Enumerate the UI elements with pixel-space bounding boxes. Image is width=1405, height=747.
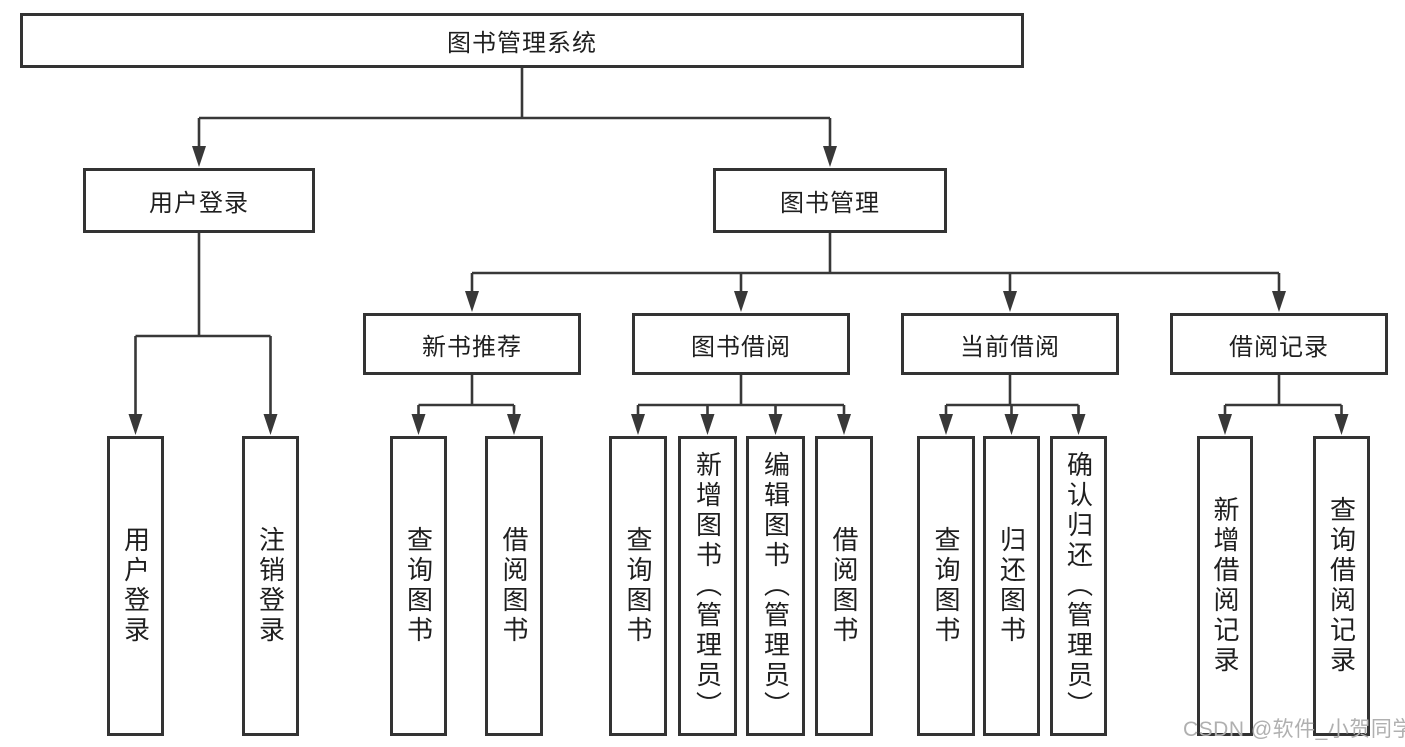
node-borrow-records-label: 借阅记录 — [1229, 333, 1329, 361]
leaf-logout: 注销登录 — [242, 436, 299, 736]
leaf-query-borrow-record: 查询借阅记录 — [1313, 436, 1370, 736]
node-book-management-label: 图书管理 — [780, 190, 880, 217]
leaf-query-books-current-label: 查询图书 — [931, 526, 961, 646]
leaf-add-borrow-record: 新增借阅记录 — [1197, 436, 1253, 736]
arrowheads — [128, 146, 1349, 435]
node-current-borrow-label: 当前借阅 — [960, 333, 1060, 361]
leaf-logout-label: 注销登录 — [255, 526, 286, 646]
node-user-login-label: 用户登录 — [149, 190, 249, 217]
leaf-borrow-books-newbook-label: 借阅图书 — [499, 526, 529, 646]
watermark: CSDN @软件_小贺同学 — [1183, 718, 1405, 741]
leaf-add-books-admin: 新增图书（管理员） — [678, 436, 737, 736]
node-new-book-recommend: 新书推荐 — [363, 313, 581, 375]
leaf-confirm-return-admin-label: 确认归还（管理员） — [1063, 451, 1094, 721]
leaf-add-borrow-record-label: 新增借阅记录 — [1210, 496, 1240, 676]
leaf-query-borrow-record-label: 查询借阅记录 — [1326, 496, 1357, 676]
node-current-borrow: 当前借阅 — [901, 313, 1119, 375]
node-borrow-records: 借阅记录 — [1170, 313, 1388, 375]
node-user-login: 用户登录 — [83, 168, 315, 233]
leaf-edit-books-admin-label: 编辑图书（管理员） — [760, 451, 791, 721]
leaf-confirm-return-admin: 确认归还（管理员） — [1050, 436, 1107, 736]
node-book-borrow-label: 图书借阅 — [691, 333, 791, 361]
leaf-return-books: 归还图书 — [983, 436, 1040, 736]
leaf-query-books-newbook: 查询图书 — [390, 436, 447, 736]
leaf-borrow-books-newbook: 借阅图书 — [485, 436, 543, 736]
node-new-book-recommend-label: 新书推荐 — [422, 333, 522, 361]
leaf-query-books-newbook-label: 查询图书 — [403, 526, 434, 646]
leaf-return-books-label: 归还图书 — [996, 526, 1027, 646]
leaf-add-books-admin-label: 新增图书（管理员） — [692, 451, 723, 721]
leaf-query-books-current: 查询图书 — [917, 436, 975, 736]
leaf-edit-books-admin: 编辑图书（管理员） — [746, 436, 805, 736]
leaf-user-login: 用户登录 — [107, 436, 164, 736]
node-book-management: 图书管理 — [713, 168, 947, 233]
leaf-borrow-books-borrow: 借阅图书 — [815, 436, 873, 736]
leaf-query-books-borrow: 查询图书 — [609, 436, 667, 736]
node-book-borrow: 图书借阅 — [632, 313, 850, 375]
leaf-borrow-books-borrow-label: 借阅图书 — [829, 526, 859, 646]
leaf-query-books-borrow-label: 查询图书 — [623, 526, 653, 646]
leaf-user-login-label: 用户登录 — [120, 526, 151, 646]
node-library-system: 图书管理系统 — [20, 13, 1024, 68]
node-library-system-label: 图书管理系统 — [447, 30, 597, 57]
